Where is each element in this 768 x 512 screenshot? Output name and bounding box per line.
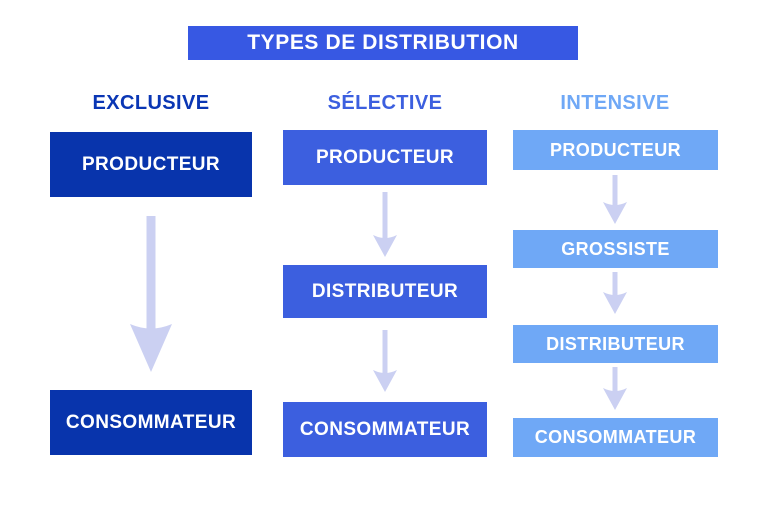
arrow-down-icon — [603, 272, 627, 314]
box-selective-producteur: PRODUCTEUR — [283, 130, 487, 185]
column-header-selective: SÉLECTIVE — [327, 92, 443, 114]
arrow-down-icon — [603, 175, 627, 224]
box-intensive-consommateur: CONSOMMATEUR — [513, 418, 718, 457]
diagram-title: TYPES DE DISTRIBUTION — [247, 31, 519, 54]
box-exclusive-consommateur: CONSOMMATEUR — [50, 390, 252, 455]
arrow-down-icon — [373, 192, 397, 257]
box-intensive-distributeur: DISTRIBUTEUR — [513, 325, 718, 363]
column-header-intensive: INTENSIVE — [560, 92, 670, 114]
column-header-exclusive: EXCLUSIVE — [92, 92, 210, 114]
diagram-title-bar: TYPES DE DISTRIBUTION — [188, 26, 578, 60]
arrow-down-icon — [130, 216, 172, 372]
arrow-down-icon — [603, 367, 627, 410]
arrow-down-icon — [373, 330, 397, 392]
box-selective-distributeur: DISTRIBUTEUR — [283, 265, 487, 318]
box-intensive-producteur: PRODUCTEUR — [513, 130, 718, 170]
box-selective-consommateur: CONSOMMATEUR — [283, 402, 487, 457]
box-exclusive-producteur: PRODUCTEUR — [50, 132, 252, 197]
box-intensive-grossiste: GROSSISTE — [513, 230, 718, 268]
